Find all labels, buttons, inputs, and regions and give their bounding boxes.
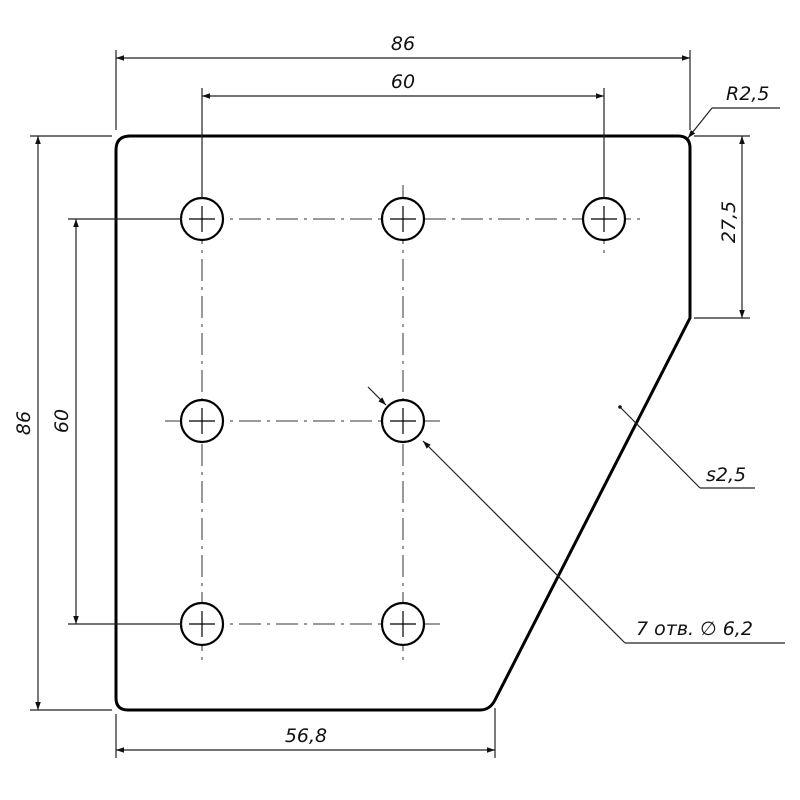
- dimension-label-overall-height: 86: [13, 411, 35, 435]
- hole-3: [581, 196, 627, 242]
- plate-outline: [114, 134, 692, 712]
- hole-2: [380, 196, 426, 242]
- dimension-label-hole-spacing-horizontal: 60: [391, 71, 415, 93]
- hole-5: [380, 398, 426, 444]
- dimension-label-corner-radius: R2,5: [726, 83, 769, 105]
- dimension-label-overall-width: 86: [391, 33, 415, 55]
- dimension-right-edge-height: 27,5: [694, 135, 750, 319]
- dimension-overall-height: 86: [13, 135, 112, 711]
- dimension-bottom-width: 56,8: [115, 708, 496, 758]
- dimension-hole-spacing-vertical: 60: [51, 218, 182, 625]
- dimension-label-bottom-width: 56,8: [285, 725, 327, 747]
- hole-4: [179, 398, 225, 444]
- dimension-label-right-edge-height: 27,5: [718, 201, 740, 243]
- dimension-thickness: s2,5: [618, 405, 755, 489]
- hole-7: [380, 601, 426, 647]
- hole-1: [179, 196, 225, 242]
- holes: [179, 196, 627, 647]
- hole-6: [179, 601, 225, 647]
- dimension-hole-spacing-horizontal: 60: [201, 71, 605, 198]
- dimension-corner-radius: R2,5: [687, 83, 780, 139]
- dimension-holes-callout: 7 отв. ∅ 6,2: [367, 386, 785, 644]
- dimension-label-holes-callout: 7 отв. ∅ 6,2: [636, 618, 753, 640]
- dimension-label-hole-spacing-vertical: 60: [51, 409, 73, 433]
- dimension-overall-width: 86: [115, 33, 691, 130]
- dimension-label-thickness: s2,5: [706, 464, 746, 486]
